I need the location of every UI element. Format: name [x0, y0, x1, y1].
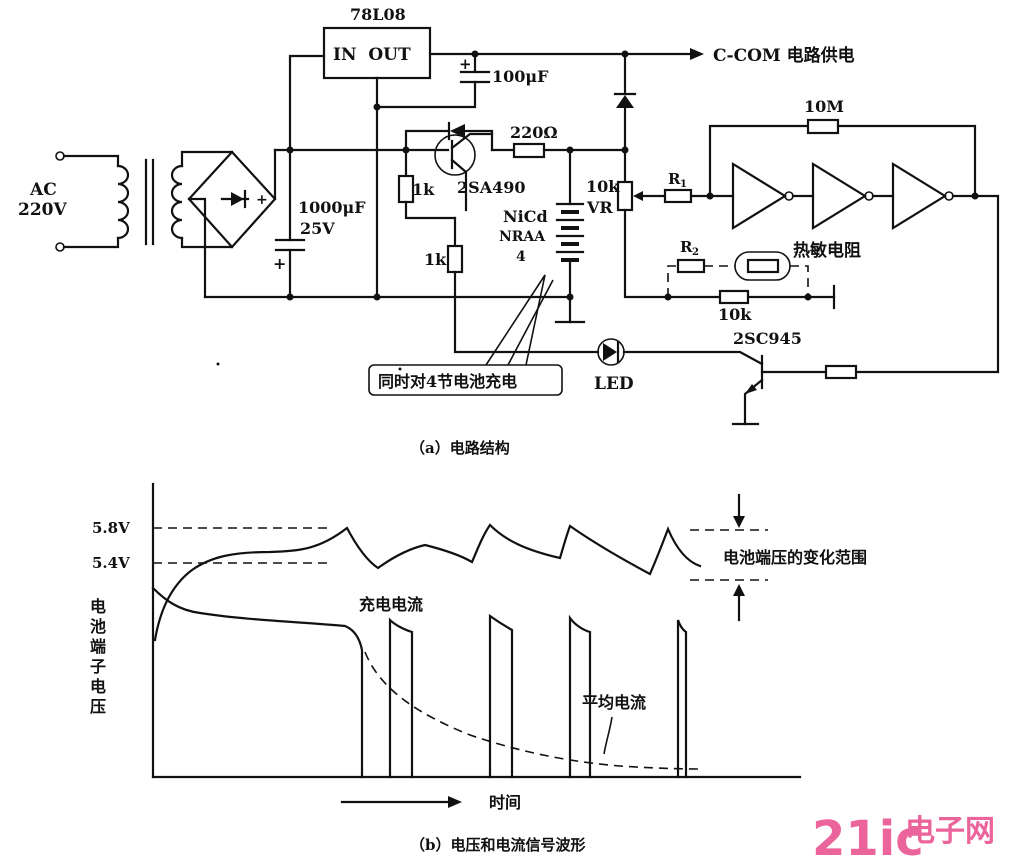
regulator-name: 78L08 — [350, 5, 406, 24]
npn-transistor-label: 2SC945 — [733, 329, 802, 348]
caption-a: （a）电路结构 — [410, 439, 510, 457]
svg-text:端: 端 — [90, 637, 106, 656]
bridge-rectifier: + — [187, 148, 277, 299]
resistor-10m-label: 10M — [804, 97, 844, 116]
pnp-transistor-label: 2SA490 — [457, 178, 526, 197]
resistor-10m: 10M — [708, 97, 977, 198]
ccom-supply-label: C-COM 电路供电 — [713, 45, 855, 66]
r2-label: R — [680, 238, 693, 256]
svg-text:电: 电 — [90, 597, 106, 616]
svg-text:子: 子 — [90, 657, 106, 676]
battery-count-label: 4 — [516, 249, 526, 265]
resistor-220-label: 220Ω — [510, 123, 558, 142]
inverter-chain — [731, 162, 1000, 374]
charge-current-label: 充电电流 — [359, 595, 423, 614]
ac-voltage-label: 220V — [18, 200, 67, 220]
led-resistor-label: 1k — [424, 250, 447, 269]
svg-text:压: 压 — [90, 697, 106, 716]
r1-subscript: 1 — [680, 179, 687, 190]
resistor-1k-led: 1k — [424, 216, 600, 354]
filter-capacitor: + 1000μF 25V — [273, 148, 366, 299]
voltage-range-indicator: 电池端压的变化范围 — [690, 493, 867, 622]
ac-terminal-bottom — [55, 242, 65, 252]
filter-capacitor-voltage: 25V — [300, 219, 335, 238]
filter-capacitor-value: 1000μF — [298, 198, 366, 217]
v-low-label: 5.4V — [92, 554, 130, 572]
r2-subscript: 2 — [692, 247, 699, 258]
battery-callout: 同时对4节电池充电 — [368, 274, 563, 396]
svg-text:+: + — [256, 192, 268, 208]
range-label: 电池端压的变化范围 — [723, 548, 867, 567]
watermark-brand: 21ic — [812, 811, 924, 864]
battery-type-label: NiCd — [503, 207, 548, 226]
base-resistor-label: 1k — [412, 180, 435, 199]
waveform-diagram: 5.8V 5.4V 电 池 端 子 电 压 电池端压的变化范围 充电电流 平 — [90, 482, 867, 854]
thermistor-branch: R 2 热敏电阻 — [667, 238, 861, 297]
resistor-10k-label: 10k — [718, 305, 752, 324]
led: LED — [594, 338, 764, 394]
average-current-curve — [364, 651, 701, 770]
v-high-label: 5.8V — [92, 519, 130, 537]
caption-b: （b）电压和电流信号波形 — [410, 836, 586, 854]
transistor-2sa490: 2SA490 — [404, 121, 526, 212]
avg-current-label: 平均电流 — [582, 693, 646, 712]
r1-label: R — [668, 170, 681, 188]
protection-diode — [613, 52, 637, 152]
charging-current-curve — [151, 586, 688, 779]
thermistor-label: 热敏电阻 — [793, 240, 861, 261]
resistor-1k-base: 1k — [397, 148, 457, 220]
svg-text:+: + — [273, 254, 286, 273]
time-arrow: 时间 — [340, 793, 521, 812]
circuit-diagram: AC 220V + — [18, 5, 1000, 457]
regulator-pins: IN OUT — [333, 45, 411, 65]
nicd-battery: NiCd NRAA 4 — [499, 148, 586, 324]
resistor-220: 220Ω — [490, 123, 627, 159]
potentiometer-vr: 10k VR — [586, 148, 670, 299]
watermark-logo: 21ic 电子网 — [812, 811, 995, 864]
ac-terminal-top — [55, 151, 65, 161]
pot-value-label: 10k — [586, 177, 620, 196]
time-label: 时间 — [489, 793, 521, 812]
pot-name-label: VR — [586, 198, 613, 217]
resistor-10k: 10k — [664, 284, 836, 324]
transformer — [62, 150, 234, 249]
svg-text:电: 电 — [90, 677, 106, 696]
transistor-2sc945: 2SC945 — [731, 329, 858, 426]
led-label: LED — [594, 374, 634, 394]
watermark-brand-cn: 电子网 — [905, 814, 995, 849]
ac-label: AC — [29, 180, 57, 200]
resistor-r1: R 1 — [663, 170, 735, 204]
avg-current-pointer — [603, 716, 613, 755]
output-capacitor-value: 100μF — [492, 67, 549, 86]
battery-model-label: NRAA — [499, 229, 546, 245]
svg-text:池: 池 — [90, 617, 106, 636]
regulator-78l08: 78L08 IN OUT — [322, 5, 432, 299]
battery-voltage-curve — [153, 523, 702, 642]
y-axis-label: 电 池 端 子 电 压 — [90, 597, 106, 716]
svg-text:+: + — [459, 55, 472, 73]
supply-arrow — [690, 48, 704, 60]
callout-text: 同时对4节电池充电 — [378, 372, 517, 391]
